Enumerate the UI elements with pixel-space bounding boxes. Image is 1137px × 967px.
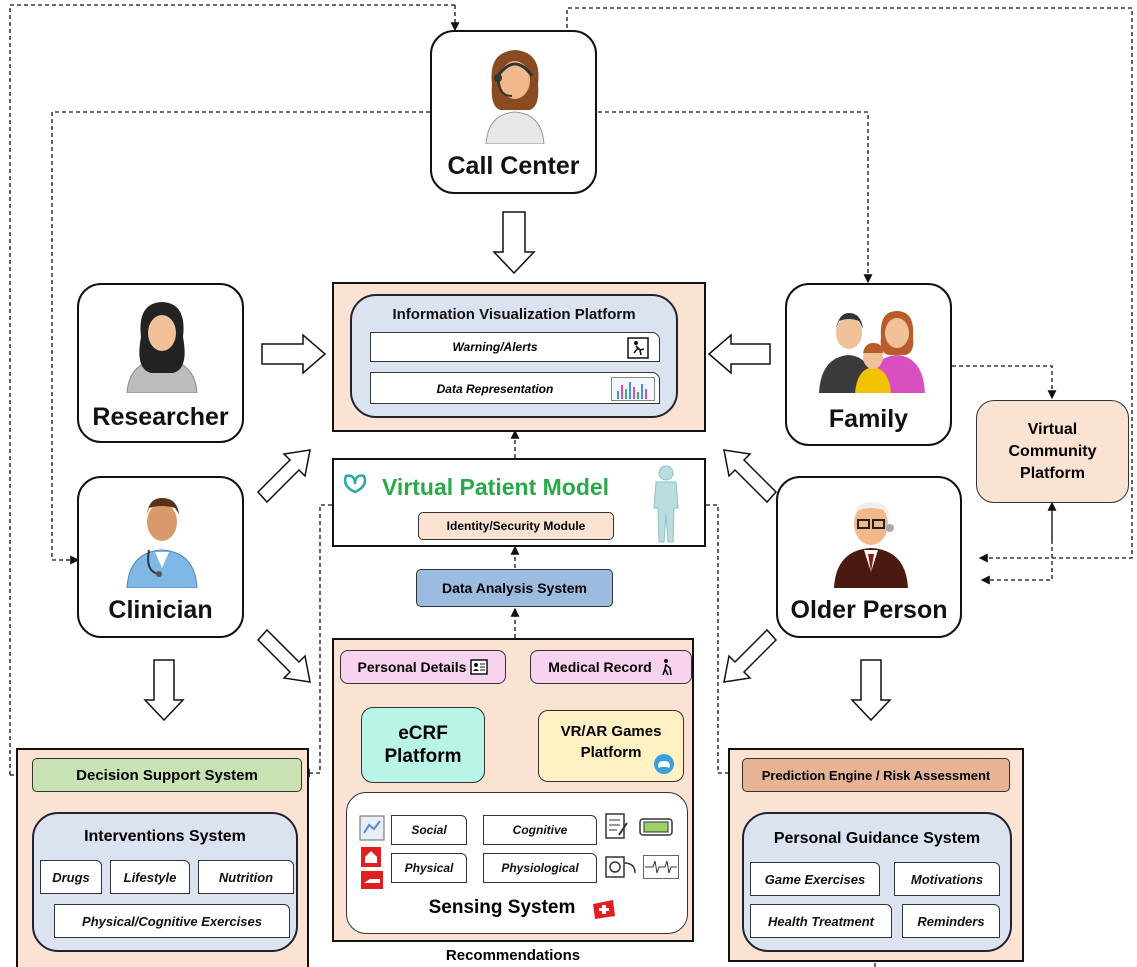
vrar-games-label: VR/AR Games Platform	[560, 723, 662, 761]
interventions-system: Interventions System Drugs Lifestyle Nut…	[32, 812, 298, 952]
connector-family-community	[952, 365, 1057, 400]
block-arrow-family	[707, 333, 771, 375]
sensing-tag-cognitive: Cognitive	[483, 815, 597, 845]
connector-callcenter-clinician	[51, 111, 430, 565]
connector-callcenter-family	[598, 111, 873, 284]
call-center-node: Call Center	[430, 30, 597, 194]
virtual-community-platform: Virtual Community Platform	[976, 400, 1129, 503]
sensing-system-title: Sensing System	[428, 897, 576, 918]
identity-security-module: Identity/Security Module	[418, 512, 614, 540]
info-visualization-platform: Information Visualization Platform Warni…	[350, 294, 678, 418]
recommendations-caption: Recommendations	[445, 947, 581, 964]
prediction-engine: Prediction Engine / Risk Assessment	[742, 758, 1010, 792]
chart-icon	[611, 377, 655, 401]
vrar-games-platform: VR/AR Games Platform	[538, 710, 684, 782]
clinician-node: Clinician	[77, 476, 244, 638]
family-label: Family	[828, 405, 909, 433]
guidance-game-exercises: Game Exercises	[750, 862, 880, 896]
vpm-title: Virtual Patient Model	[382, 474, 610, 500]
older-person-node: Older Person	[776, 476, 962, 638]
block-arrow-clinician-central	[256, 628, 311, 683]
gamepad-icon	[654, 754, 674, 774]
older-person-label: Older Person	[790, 596, 948, 624]
ecg-icon	[643, 855, 679, 879]
block-arrow-researcher	[261, 333, 327, 375]
medical-record-label: Medical Record	[548, 659, 652, 675]
questionnaire-icon	[605, 813, 628, 839]
central-platform-container: Personal Details Medical Record eCRF Pla…	[332, 638, 694, 942]
intervention-exercises: Physical/Cognitive Exercises	[54, 904, 290, 938]
connector-vpm-dss	[300, 504, 332, 778]
vr-headset-icon	[639, 818, 673, 836]
left-panel-container: Decision Support System Interventions Sy…	[16, 748, 309, 967]
blood-pressure-icon	[605, 856, 636, 878]
connector-left-edge	[9, 4, 455, 775]
sensing-tag-social: Social	[391, 815, 467, 845]
body-model-icon	[653, 465, 679, 543]
block-arrow-older-prediction	[850, 659, 892, 722]
guidance-motivations: Motivations	[894, 862, 1000, 896]
sensing-tag-physical: Physical	[391, 853, 467, 883]
connector-community-older	[980, 505, 1053, 585]
personal-guidance-system: Personal Guidance System Game Exercises …	[742, 812, 1012, 952]
block-arrow-older-vpm	[723, 449, 778, 504]
warning-alerts-label: Warning/Alerts	[452, 340, 538, 354]
intervention-lifestyle: Lifestyle	[110, 860, 190, 894]
social-sensor-icon	[359, 815, 385, 841]
data-representation-label: Data Representation	[436, 382, 554, 396]
family-icon	[819, 311, 925, 393]
intervention-nutrition: Nutrition	[198, 860, 294, 894]
personal-details-box: Personal Details	[340, 650, 506, 684]
medical-kit-icon	[593, 900, 615, 919]
clinician-label: Clinician	[108, 596, 213, 624]
medical-record-box: Medical Record	[530, 650, 692, 684]
personal-details-label: Personal Details	[357, 659, 467, 675]
id-card-icon	[470, 659, 489, 675]
block-arrow-callcenter	[492, 211, 536, 275]
guidance-health-treatment: Health Treatment	[750, 904, 892, 938]
family-node: Family	[785, 283, 952, 446]
decision-support-system: Decision Support System	[32, 758, 302, 792]
bed-sensor-icon	[361, 871, 383, 889]
sensing-system: Social Cognitive Physical Physiological	[346, 792, 688, 934]
warning-alerts-tab: Warning/Alerts	[370, 332, 660, 362]
info-visualization-container: Information Visualization Platform Warni…	[332, 282, 706, 432]
block-arrow-clinician-dss	[143, 659, 185, 722]
block-arrow-older-central	[723, 628, 778, 683]
ecrf-platform: eCRF Platform	[361, 707, 485, 783]
right-panel-container: Prediction Engine / Risk Assessment Pers…	[728, 748, 1024, 962]
elderly-walking-icon	[661, 659, 672, 676]
older-person-icon	[834, 502, 908, 588]
clinician-icon	[126, 498, 198, 588]
fall-warning-icon	[627, 337, 649, 359]
vpm-logo-icon	[343, 474, 367, 494]
intervention-drugs: Drugs	[40, 860, 102, 894]
connector-right-edge	[566, 7, 1133, 563]
data-analysis-system: Data Analysis System	[416, 569, 613, 607]
guidance-title: Personal Guidance System	[773, 830, 981, 847]
sensing-tag-physiological: Physiological	[483, 853, 597, 883]
virtual-patient-model: Virtual Patient Model Identity/Security …	[332, 458, 706, 547]
block-arrow-clinician-vpm	[256, 449, 311, 504]
home-sensor-icon	[361, 847, 381, 867]
connector-vpm-prediction	[706, 504, 742, 778]
researcher-icon	[126, 302, 198, 393]
call-center-icon	[485, 50, 545, 144]
researcher-label: Researcher	[92, 403, 229, 431]
info-visualization-title: Information Visualization Platform	[392, 306, 636, 323]
data-representation-tab: Data Representation	[370, 372, 660, 404]
call-center-label: Call Center	[447, 152, 580, 180]
interventions-title: Interventions System	[84, 828, 246, 845]
guidance-reminders: Reminders	[902, 904, 1000, 938]
researcher-node: Researcher	[77, 283, 244, 443]
